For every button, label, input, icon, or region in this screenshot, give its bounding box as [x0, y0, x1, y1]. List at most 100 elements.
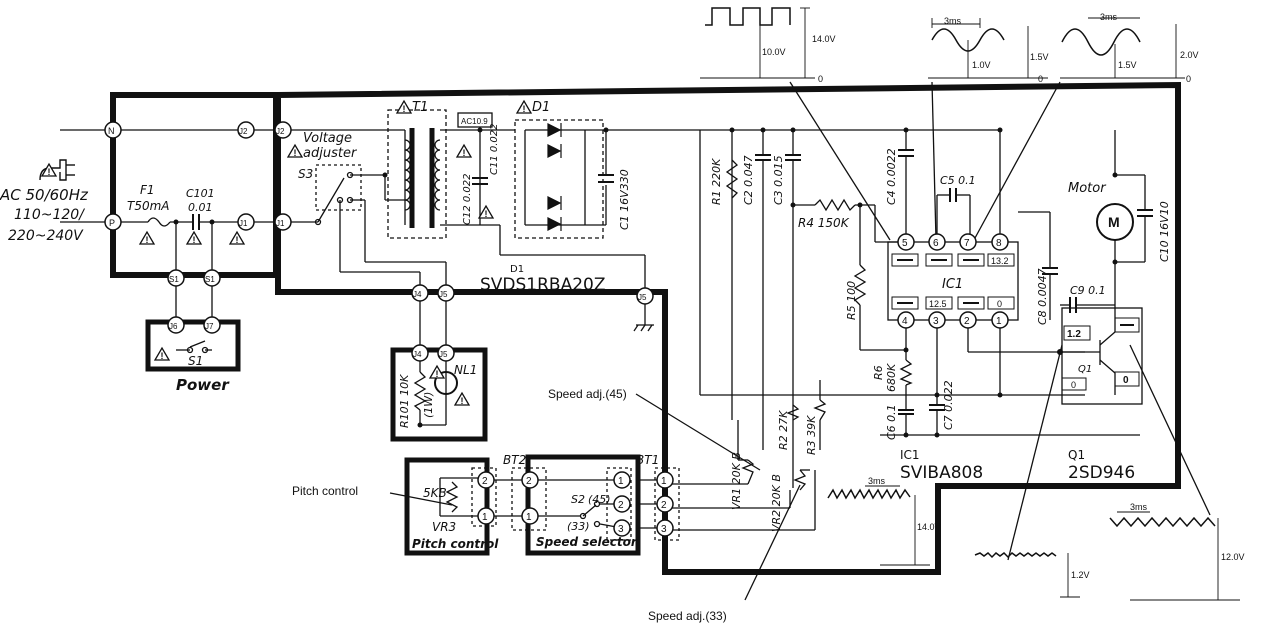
resistors [413, 159, 913, 513]
terminal-j5c: J5 [638, 293, 647, 302]
motor-circle [1096, 203, 1134, 241]
fuse-name: F1 [140, 183, 155, 197]
ic-pin-8: 8 [996, 238, 1002, 249]
svg-text:!: ! [485, 209, 488, 219]
junction-dots [173, 127, 1118, 438]
square-amp: 14.0V [812, 34, 836, 44]
ic-pin-7: 7 [964, 238, 970, 249]
vr1-label: VR1 20K B [730, 452, 743, 510]
svg-text:!: ! [523, 104, 526, 114]
r6-resistor [899, 359, 913, 386]
d1-part-label: D1 [510, 264, 524, 275]
transformer-core [409, 128, 435, 228]
vr1-resistor [741, 459, 755, 485]
ss-pin-3: 3 [618, 524, 624, 535]
c4-label: C4 0.0022 [885, 148, 898, 205]
q1-part-label: Q1 [1068, 448, 1085, 462]
square-avg: 10.0V [762, 47, 786, 57]
transformer-coils [404, 139, 441, 211]
motor-symbol: M [1108, 214, 1120, 230]
sine2-avg: 1.5V [1118, 60, 1137, 70]
ac-label-2: 110~120/ [14, 207, 85, 223]
terminal-j1b: J1 [276, 219, 285, 228]
ic-pin-2: 2 [964, 316, 970, 327]
r3-resistor [813, 399, 827, 421]
terminal-j4a: J4 [413, 290, 422, 299]
ic-pin-1: 1 [996, 316, 1002, 327]
terminal-j6: J6 [169, 322, 178, 331]
lamp-circle [434, 371, 458, 395]
wiring [60, 81, 1211, 601]
fuse-rating: T50mA [127, 199, 170, 213]
c5-label: C5 0.1 [940, 174, 976, 187]
sine2-period: 3ms [1100, 12, 1118, 22]
terminal-j5a: J5 [439, 290, 448, 299]
saw2-period: 3ms [1130, 502, 1148, 512]
ic-pin-5: 5 [902, 238, 908, 249]
ic-pin-6: 6 [933, 238, 939, 249]
bt2-pin-2a: 2 [482, 476, 488, 487]
sine2-zero: 0 [1186, 74, 1191, 84]
s2-label: S2 [571, 493, 585, 506]
s2-pos33: (33) [567, 520, 590, 533]
saw-wave-2 [1109, 516, 1216, 528]
noise-wave [974, 552, 1057, 559]
s3-label: S3 [298, 167, 313, 181]
power-box-label: Power [176, 376, 230, 394]
saw1-amp: 14.0V [917, 522, 941, 532]
ac-badge: AC10.9 [461, 117, 488, 126]
s1-label: S1 [188, 354, 203, 368]
r6-label: R6 [872, 365, 885, 380]
c12-label: C12 0.022 [462, 173, 473, 225]
q1-vb: 1.2 [1067, 329, 1081, 340]
q1-name: Q1 [1078, 364, 1092, 375]
ic-inner [891, 253, 1140, 391]
sine1-period: 3ms [944, 16, 962, 26]
speed45-callout: Speed adj.(45) [548, 387, 627, 401]
ic-part-number: SVIBA808 [900, 463, 983, 483]
bt1-pin-3: 3 [661, 524, 667, 535]
square-zero: 0 [818, 74, 823, 84]
voltage-adjuster-label-1: Voltage [303, 131, 352, 146]
c7-label: C7 0.022 [942, 380, 955, 430]
svg-text:!: ! [161, 351, 164, 361]
r3-label: R3 39K [805, 415, 818, 455]
ic-v-b2: 0 [997, 299, 1002, 309]
c10-label: C10 16V10 [1158, 201, 1171, 262]
c1-label: C1 16V330 [618, 169, 631, 230]
c3-label: C3 0.015 [772, 155, 785, 205]
r2-label: R2 27K [777, 410, 790, 450]
saw-wave-1 [827, 488, 911, 500]
terminal-j2b: J2 [276, 127, 285, 136]
r5-label: R5 100 [845, 281, 858, 320]
c8-label: C8 0.0047 [1036, 268, 1049, 325]
terminal-j5b: J5 [439, 350, 448, 359]
bt1-pin-1: 1 [661, 476, 667, 487]
fuse-symbol [147, 217, 171, 227]
sine1-avg: 1.0V [972, 60, 991, 70]
terminals [104, 121, 1009, 537]
terminal-p: P [109, 218, 115, 228]
terminal-s1b: S1 [205, 275, 215, 284]
svg-text:!: ! [146, 235, 149, 245]
c101-name: C101 [186, 187, 215, 200]
vr3-resistor [445, 481, 459, 513]
terminal-j1a: J1 [239, 219, 248, 228]
q1-vc: 0 [1123, 375, 1129, 386]
svg-text:!: ! [193, 235, 196, 245]
ic-v-b1: 12.5 [929, 299, 947, 309]
svg-text:!: ! [403, 104, 406, 114]
svg-text:!: ! [463, 148, 466, 158]
saw2-amp: 12.0V [1221, 552, 1245, 562]
sine2-amp: 2.0V [1180, 50, 1199, 60]
ac-label-1: AC 50/60Hz [0, 186, 89, 204]
terminal-j2a: J2 [239, 127, 248, 136]
vr2-label: VR2 20K B [770, 474, 783, 532]
r4-label: R4 150K [798, 216, 850, 230]
ic-name: IC1 [942, 277, 963, 292]
svg-text:!: ! [236, 235, 239, 245]
terminal-j4b: J4 [413, 350, 422, 359]
noise-amp: 1.2V [1071, 570, 1090, 580]
pitch-box-label: Pitch control [412, 537, 499, 551]
voltage-adjuster-label-2: adjuster [303, 146, 358, 161]
